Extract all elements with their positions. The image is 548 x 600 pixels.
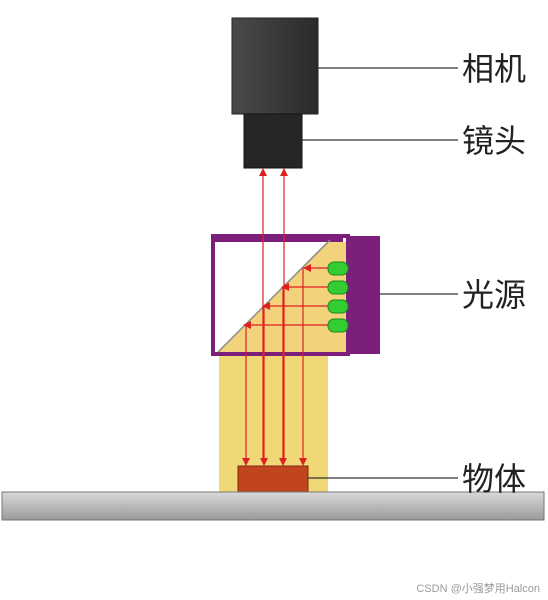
stage xyxy=(1,491,545,521)
led xyxy=(327,261,349,276)
led xyxy=(327,299,349,314)
led xyxy=(327,318,349,333)
label-object: 物体 xyxy=(462,460,526,498)
upward-rays xyxy=(259,168,288,462)
label-lens: 镜头 xyxy=(462,122,526,160)
leader-lines xyxy=(302,67,458,479)
camera-lens xyxy=(243,113,303,169)
light-source-top-bar xyxy=(213,236,343,242)
horizontal-rays xyxy=(243,264,328,329)
label-camera: 相机 xyxy=(462,50,526,88)
led-array xyxy=(327,261,349,333)
downward-rays xyxy=(242,268,307,466)
label-light-source: 光源 xyxy=(462,276,526,314)
watermark: CSDN @小强梦用Halcon xyxy=(416,582,540,595)
camera-body xyxy=(231,17,319,115)
led-panel xyxy=(346,236,380,354)
led xyxy=(327,280,349,295)
object xyxy=(237,465,309,493)
beam-splitter xyxy=(217,239,331,353)
